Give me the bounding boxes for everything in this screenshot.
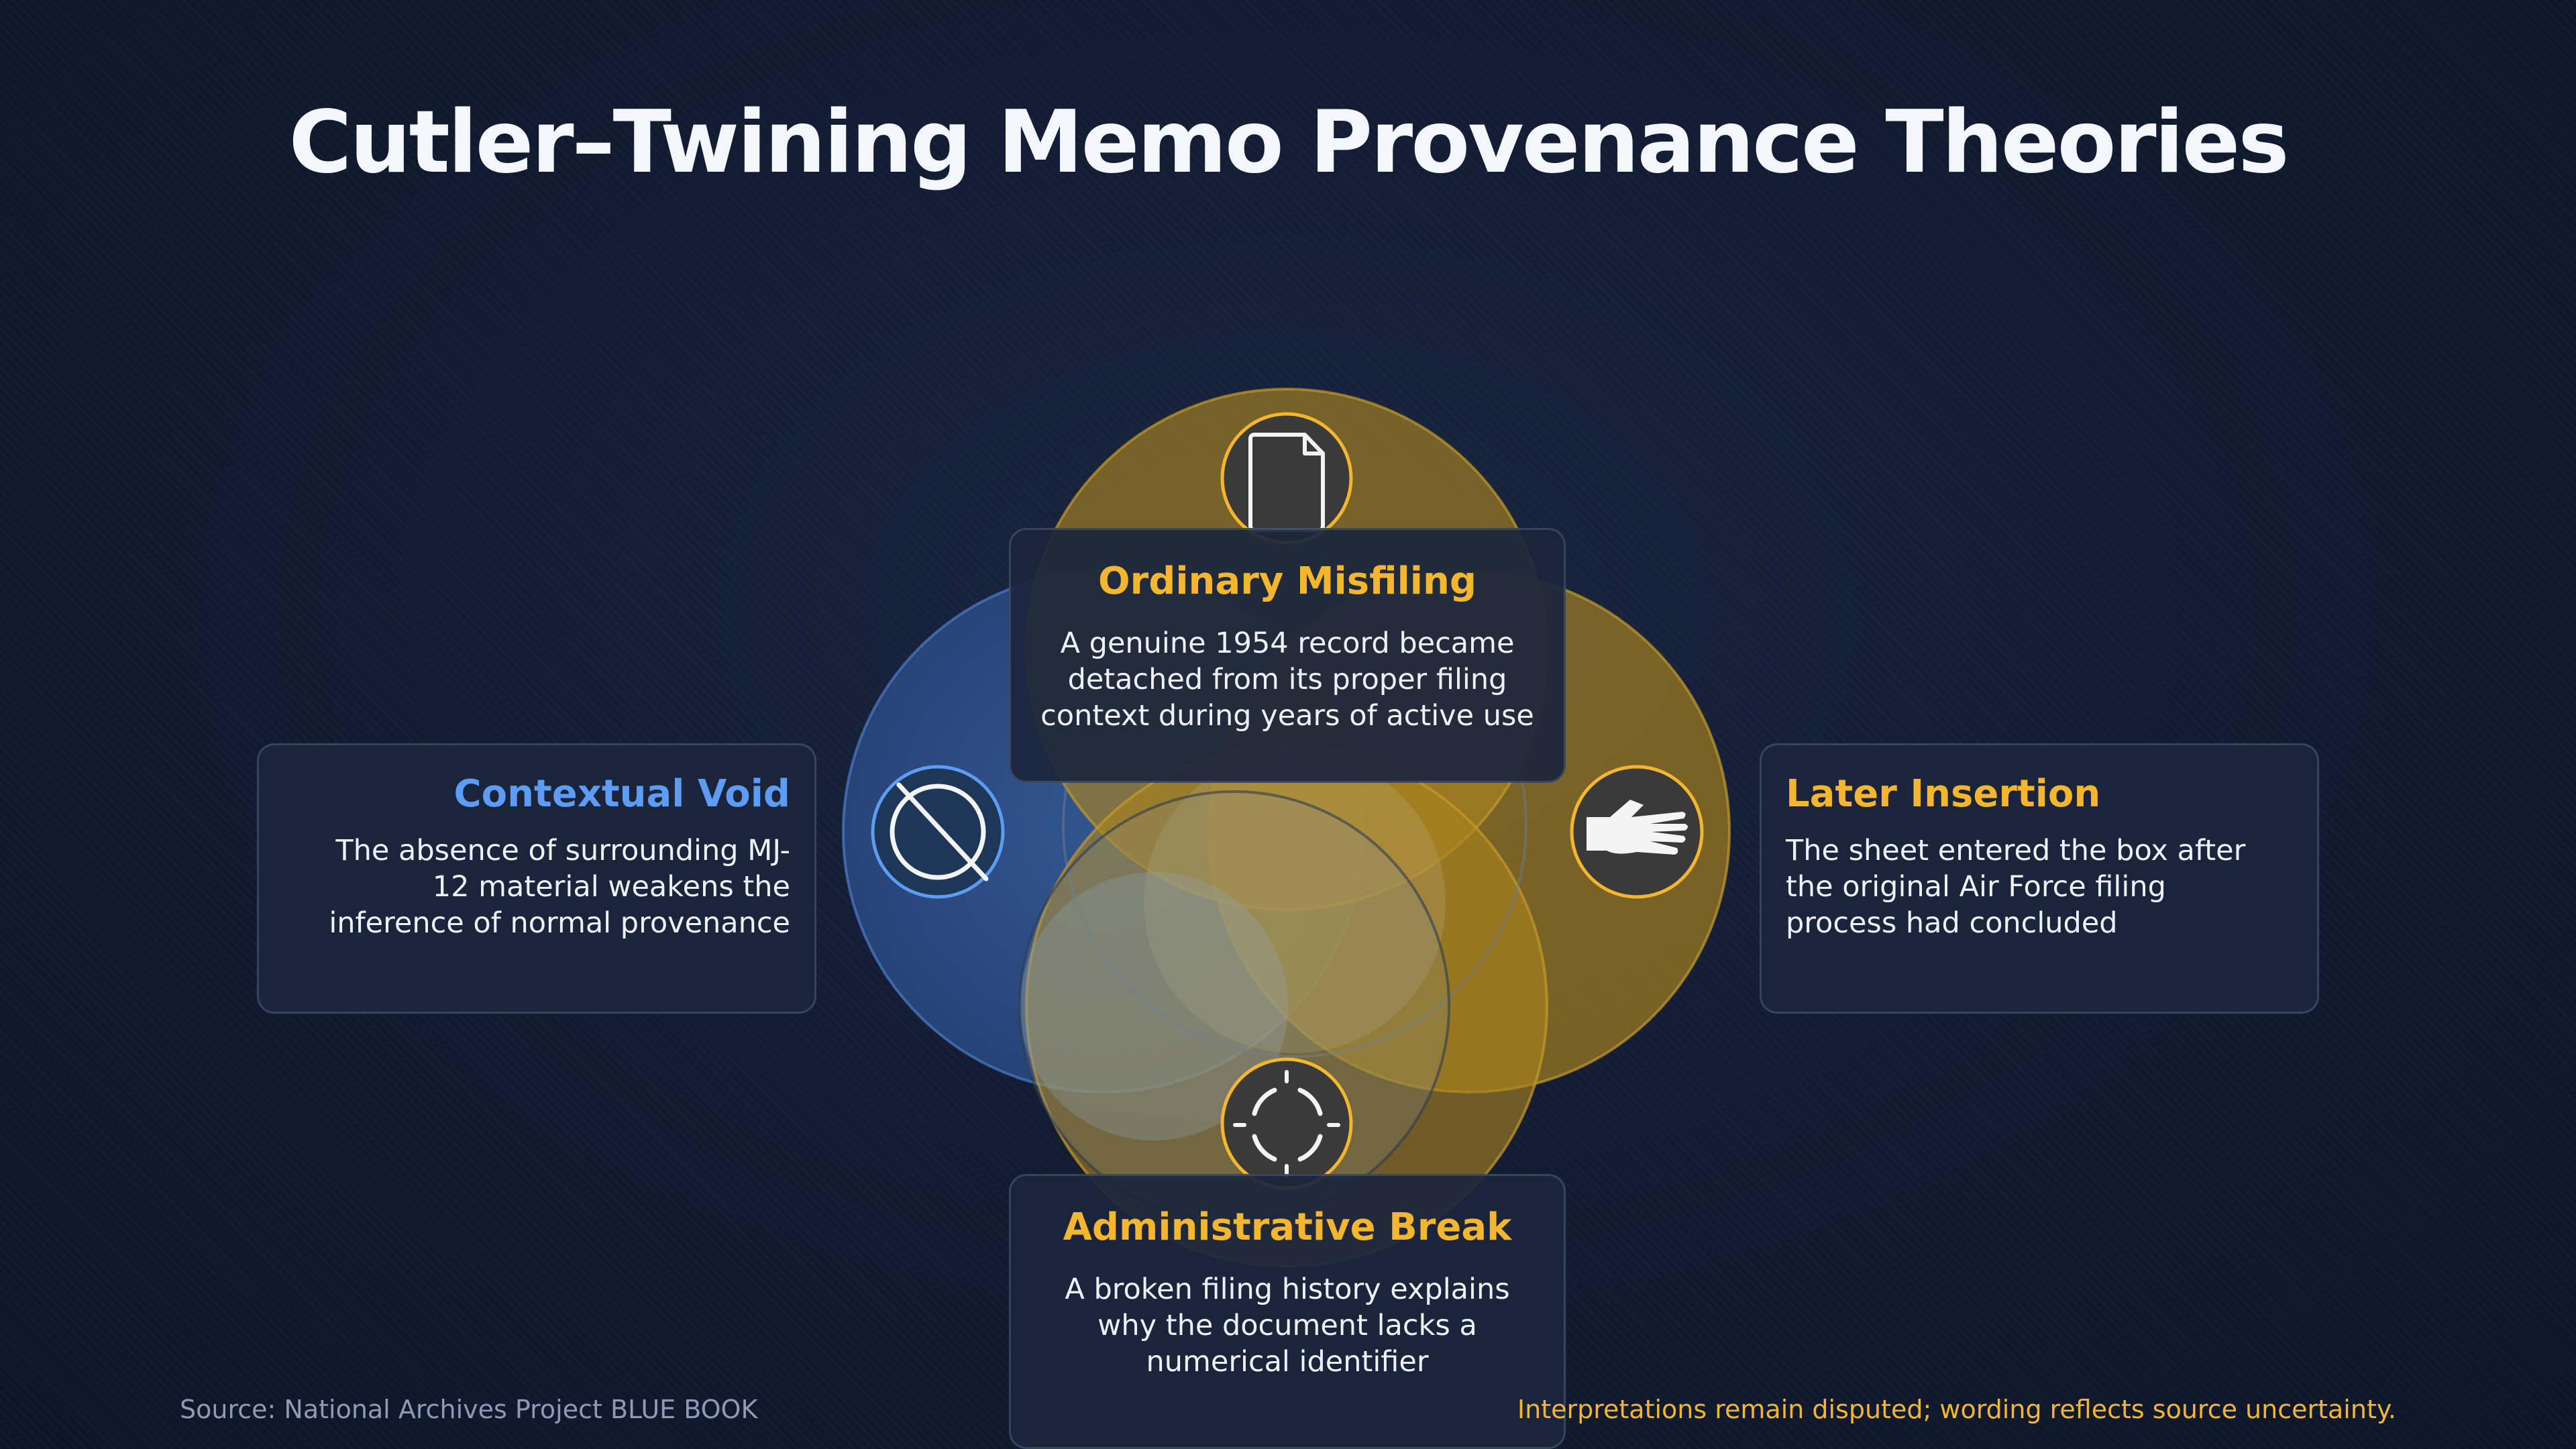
theory-description: The absence of surrounding MJ-12 materia… (329, 834, 790, 940)
theory-card-ordinary-misfiling: Ordinary Misfiling A genuine 1954 record… (1009, 528, 1566, 783)
theory-card-administrative-break: Administrative Break A broken filing his… (1009, 1174, 1566, 1449)
theory-heading: Later Insertion (1786, 772, 2101, 816)
venn-inner-circle-a (1020, 872, 1288, 1140)
prohibited-icon (871, 765, 1005, 899)
theory-description: A broken filing history explains why the… (1065, 1273, 1510, 1379)
disclaimer-note: Interpretations remain disputed; wording… (1517, 1395, 2396, 1424)
venn-inner-circle-b (1144, 751, 1446, 1053)
theory-description: A genuine 1954 record became detached fr… (1040, 627, 1534, 733)
broken-ring-icon (1220, 1057, 1353, 1190)
theory-heading: Administrative Break (1063, 1205, 1512, 1249)
theory-heading: Contextual Void (453, 772, 790, 816)
source-note: Source: National Archives Project BLUE B… (180, 1395, 758, 1424)
theory-heading: Ordinary Misfiling (1098, 559, 1477, 603)
document-icon (1220, 412, 1353, 545)
theory-card-later-insertion: Later Insertion The sheet entered the bo… (1760, 743, 2319, 1014)
hand-insert-icon (1570, 765, 1704, 899)
page-title: Cutler–Twining Memo Provenance Theories (288, 93, 2290, 193)
theory-description: The sheet entered the box after the orig… (1786, 834, 2246, 940)
theory-card-contextual-void: Contextual Void The absence of surroundi… (257, 743, 816, 1014)
